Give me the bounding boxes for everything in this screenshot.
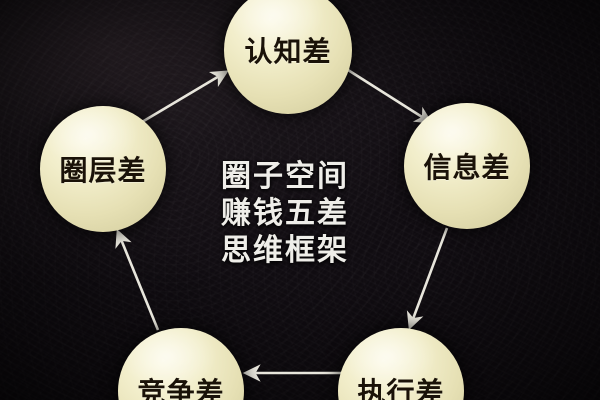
center-caption: 圈子空间 赚钱五差 思维框架: [195, 158, 375, 269]
node-label-competition: 竞争差: [137, 377, 225, 400]
node-highlight: [40, 106, 166, 232]
arrow-competition-to-circlelayer: [115, 228, 160, 331]
node-label-cognition: 认知差: [244, 36, 332, 67]
node-label-execution: 执行差: [357, 377, 445, 400]
node-highlight: [404, 103, 530, 229]
node-circle-layer[interactable]: 圈层差: [40, 106, 166, 232]
center-caption-line-3: 思维框架: [221, 234, 349, 267]
center-caption-line-2: 赚钱五差: [221, 197, 349, 230]
arrow-information-to-execution: [406, 227, 449, 331]
node-information[interactable]: 信息差: [404, 103, 530, 229]
arrow-circlelayer-to-cognition: [141, 70, 229, 124]
node-label-circle-layer: 圈层差: [59, 155, 147, 186]
center-caption-line-1: 圈子空间: [221, 160, 349, 193]
arrow-cognition-to-information: [347, 68, 433, 124]
node-highlight: [224, 0, 352, 114]
node-cognition[interactable]: 认知差: [224, 0, 352, 114]
node-label-information: 信息差: [423, 152, 511, 183]
